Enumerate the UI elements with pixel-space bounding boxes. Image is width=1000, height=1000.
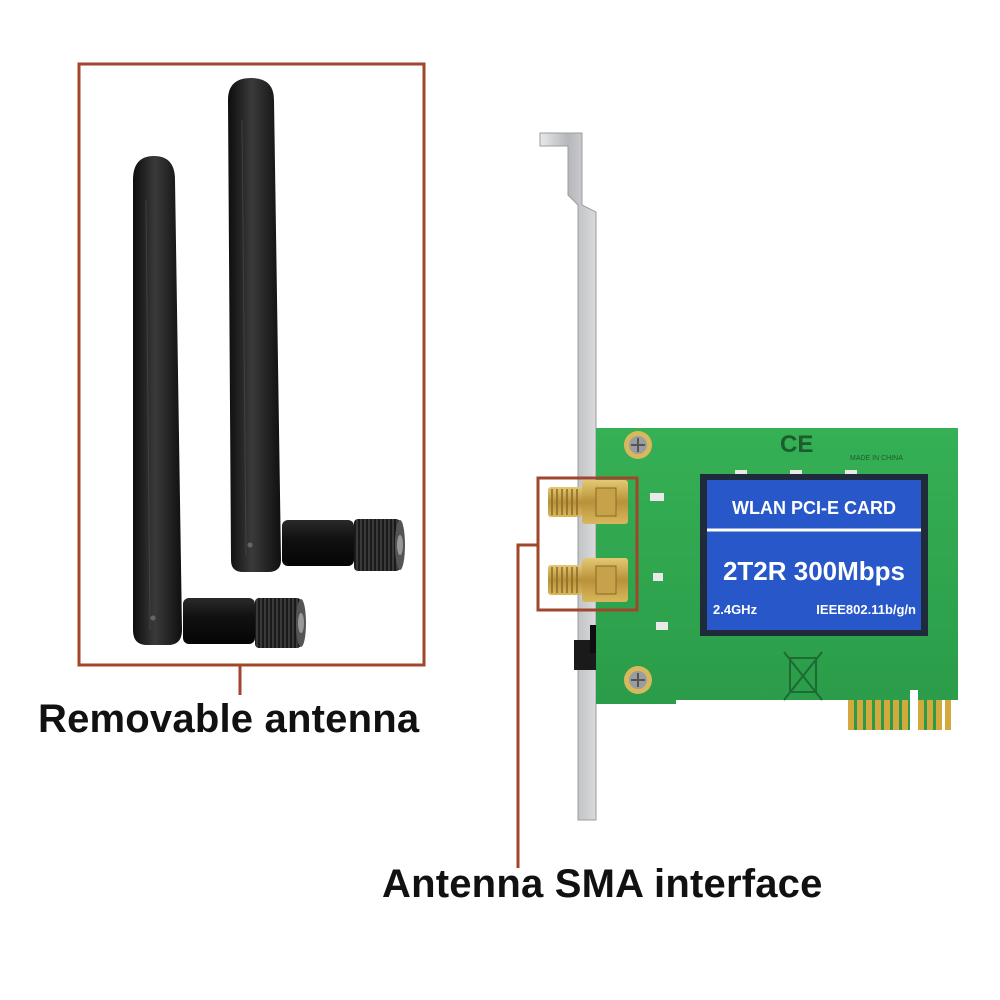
card-label-frequency: 2.4GHz: [713, 602, 758, 617]
card-label-title: WLAN PCI-E CARD: [732, 498, 896, 518]
antenna-right: [228, 78, 405, 572]
sma-callout-leader: [516, 543, 538, 868]
ce-mark: CE: [780, 431, 813, 458]
antenna-left: [133, 156, 306, 648]
card-label-standard: IEEE802.11b/g/n: [816, 602, 916, 617]
weee-icon: [783, 651, 823, 701]
screw-bottom: [624, 666, 652, 694]
made-in-china-text: MADE IN CHINA: [850, 455, 903, 462]
removable-antenna-label: Removable antenna: [38, 697, 420, 741]
sma-interface-label: Antenna SMA interface: [382, 862, 823, 906]
antenna-callout-box: [77, 62, 426, 667]
sma-connector-top: [548, 480, 628, 524]
screw-top: [624, 431, 652, 459]
card-label-speed: 2T2R 300Mbps: [723, 556, 905, 586]
sma-connector-bottom: [548, 558, 628, 602]
card-label: WLAN PCI-E CARD 2T2R 300Mbps 2.4GHz IEEE…: [700, 474, 928, 636]
